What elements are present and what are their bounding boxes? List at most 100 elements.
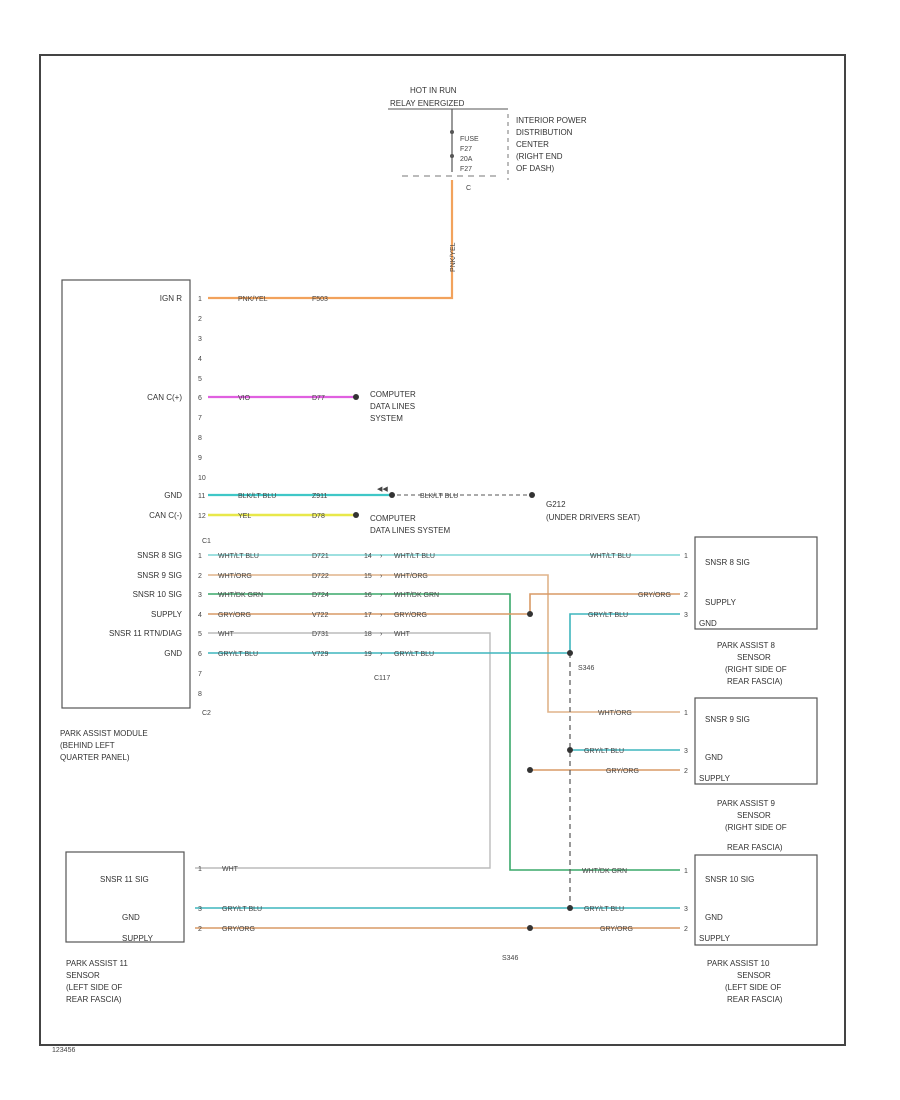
ipdc-label-1: INTERIOR POWER	[516, 116, 587, 125]
sensor-11-name-2: SENSOR	[66, 971, 100, 980]
gnd-splice-3	[567, 905, 573, 911]
module-pin-number: 6	[198, 651, 202, 658]
c117-pin-number: 15	[364, 573, 372, 580]
power-header-2: RELAY ENERGIZED	[390, 99, 465, 108]
module-name-1: PARK ASSIST MODULE	[60, 729, 148, 738]
wire-ign-color: PNK/YEL	[238, 296, 268, 303]
module-pin-number: 6	[198, 395, 202, 402]
wire-supply-color-2: GRY/ORG	[394, 612, 427, 619]
park-assist-module	[61, 279, 191, 709]
wire-supply-color-5: GRY/ORG	[600, 926, 633, 933]
c117-pin-arrow: ›	[380, 651, 383, 658]
s9-pin-num-2: 2	[684, 768, 688, 775]
fuse-label-1: FUSE	[460, 136, 479, 143]
sensor-8-pin-3: GND	[699, 619, 717, 628]
sensor-9-pin-3: SUPPLY	[699, 774, 731, 783]
ground-name: G212	[546, 500, 566, 509]
wire-snsr11	[195, 632, 491, 869]
gnd-1-junction	[389, 492, 395, 498]
fuse-label-5: C	[466, 185, 471, 192]
c117-pin-number: 16	[364, 592, 372, 599]
wire-gnd-2-color-4: GRY/LT BLU	[584, 748, 624, 755]
module-name-2: (BEHIND LEFT	[60, 741, 115, 750]
wire-ign-vertical-label: PNK/YEL	[450, 242, 457, 272]
fuse-label-4: F27	[460, 166, 472, 173]
computer-2-line-1: COMPUTER	[370, 514, 416, 523]
computer-1-line-3: SYSTEM	[370, 414, 403, 423]
wire-s10-circuit: D724	[312, 592, 329, 599]
c117-pin-arrow: ›	[380, 612, 383, 619]
wire-gnd-2-to-s8	[569, 613, 680, 653]
can-minus-endpoint	[353, 512, 359, 518]
fuse-label-3: 20A	[460, 156, 473, 163]
wire-supply-to-s8	[529, 593, 680, 614]
sensor-10-box	[694, 854, 818, 946]
ipdc-label-3: CENTER	[516, 140, 549, 149]
wire-ign-circuit: F503	[312, 296, 328, 303]
module-pin-label: SNSR 11 RTN/DIAG	[109, 629, 182, 638]
computer-1-line-2: DATA LINES	[370, 402, 415, 411]
sensor-11-pin-1: SNSR 11 SIG	[100, 875, 149, 884]
inline-connector-label: C117	[374, 675, 390, 682]
fuse-label-2: F27	[460, 146, 472, 153]
computer-2-line-2: DATA LINES SYSTEM	[370, 526, 451, 535]
module-pin-number: 2	[198, 316, 202, 323]
c117-pin-number: 14	[364, 553, 372, 560]
module-pin-label: SNSR 10 SIG	[133, 590, 182, 599]
diagram-footer-code: 123456	[52, 1047, 75, 1054]
gnd-splice-1	[567, 650, 573, 656]
s9-pin-num-3: 3	[684, 748, 688, 755]
s10-pin-num-1: 1	[684, 868, 688, 875]
module-pin-number: 5	[198, 631, 202, 638]
s8-pin-num-2: 2	[684, 592, 688, 599]
module-pin-number: 8	[198, 691, 202, 698]
sensor-11-box	[65, 851, 185, 943]
wire-s10-color: WHT/DK GRN	[218, 592, 263, 599]
c117-pin-arrow: ›	[380, 553, 383, 560]
sensor-9-pin-2: GND	[705, 753, 723, 762]
inline-connector-c117: 14›15›16›17›18›19›	[364, 553, 383, 658]
module-pin-number: 7	[198, 415, 202, 422]
s10-pin-num-2: 2	[684, 926, 688, 933]
wire-supply-circuit: V722	[312, 612, 328, 619]
ipdc-label-5: OF DASH)	[516, 164, 555, 173]
wire-supply-color-4: GRY/ORG	[606, 768, 639, 775]
module-pin-label: IGN R	[160, 294, 182, 303]
c117-pin-number: 19	[364, 651, 372, 658]
sensor-8-box	[694, 536, 818, 630]
sensor-9-name-4: REAR FASCIA)	[727, 843, 783, 852]
c117-pin-arrow: ›	[380, 573, 383, 580]
module-pin-label: GND	[164, 491, 182, 500]
wire-gnd-2-color-6: GRY/LT BLU	[222, 906, 262, 913]
wire-can-minus-color: YEL	[238, 513, 251, 520]
sensor-9-name-1: PARK ASSIST 9	[717, 799, 776, 808]
wire-supply-color-3: GRY/ORG	[638, 592, 671, 599]
wire-gnd-2-color-2: GRY/LT BLU	[394, 651, 434, 658]
connector-c2-label: C2	[202, 710, 211, 717]
sensor-11-name-4: REAR FASCIA)	[66, 995, 122, 1004]
wire-s8-color: WHT/LT BLU	[218, 553, 259, 560]
sensor-8-name-3: (RIGHT SIDE OF	[725, 665, 787, 674]
supply-splice-2	[527, 767, 533, 773]
wire-s9-color-3: WHT/ORG	[598, 710, 632, 717]
wire-ign-run	[208, 180, 454, 300]
module-pin-number: 4	[198, 356, 202, 363]
wire-gnd-1-color: BLK/LT BLU	[238, 493, 276, 500]
sensor-10-name-3: (LEFT SIDE OF	[725, 983, 781, 992]
s11-pin-num-1: 1	[198, 866, 202, 873]
s8-pin-num-3: 3	[684, 612, 688, 619]
sensor-10-name-1: PARK ASSIST 10	[707, 959, 770, 968]
module-pin-number: 4	[198, 612, 202, 619]
wire-supply-color: GRY/ORG	[218, 612, 251, 619]
module-pin-number: 10	[198, 475, 206, 482]
wire-s11-color-3: WHT	[222, 866, 239, 873]
c117-pin-number: 17	[364, 612, 372, 619]
wire-can-minus-circuit: D78	[312, 513, 325, 520]
power-header-1: HOT IN RUN	[410, 86, 457, 95]
s11-pin-num-2: 2	[198, 926, 202, 933]
supply-splice-1	[527, 611, 533, 617]
sensor-11-name-3: (LEFT SIDE OF	[66, 983, 122, 992]
module-pin-number: 7	[198, 671, 202, 678]
